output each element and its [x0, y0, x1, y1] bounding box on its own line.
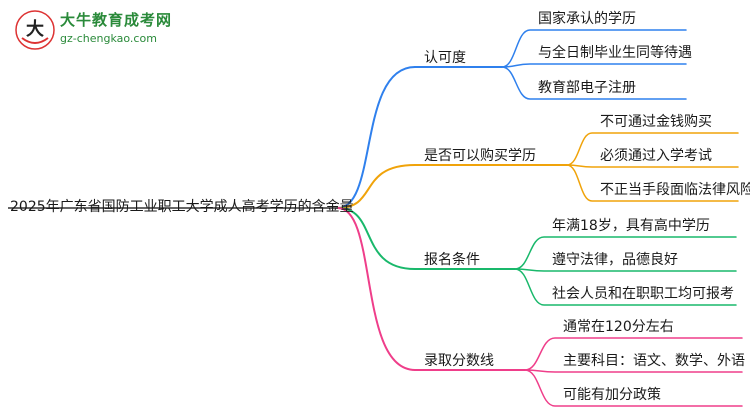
leaf-connector [501, 29, 687, 68]
branch-connector [337, 66, 416, 209]
branch-label: 报名条件 [424, 252, 480, 268]
branch-label: 是否可以购买学历 [424, 148, 536, 164]
logo-mark-icon: 大 [15, 10, 55, 50]
leaf-connector [566, 164, 739, 202]
leaf-label: 年满18岁，具有高中学历 [552, 218, 710, 234]
leaf-label: 与全日制毕业生同等待遇 [538, 45, 692, 61]
leaf-connector [501, 66, 687, 100]
leaf-connector [501, 63, 687, 68]
branch-connector [337, 207, 416, 371]
branch-label: 认可度 [424, 50, 466, 66]
site-logo: 大 大牛教育成考网 gz-chengkao.com [14, 8, 184, 52]
leaf-label: 遵守法律，品德良好 [552, 252, 678, 268]
branch-label: 录取分数线 [424, 353, 494, 369]
leaf-connector [524, 369, 743, 407]
logo-mark-char: 大 [26, 18, 44, 40]
leaf-connector [514, 268, 737, 306]
leaf-connector [566, 132, 739, 166]
root-topic: 2025年广东省国防工业职工大学成人高考学历的含金量 [10, 199, 354, 215]
leaf-connector [514, 268, 737, 272]
leaf-label: 不正当手段面临法律风险 [600, 182, 750, 198]
branch-connector [337, 207, 416, 270]
leaf-label: 教育部电子注册 [538, 80, 636, 96]
logo-name: 大牛教育成考网 [60, 11, 173, 29]
leaf-label: 通常在120分左右 [563, 319, 674, 335]
leaf-label: 国家承认的学历 [538, 11, 636, 27]
leaf-label: 主要科目：语文、数学、外语 [563, 353, 745, 369]
leaf-connector [566, 164, 739, 168]
leaf-label: 可能有加分政策 [563, 387, 661, 403]
branch-connector [337, 164, 416, 209]
logo-url: gz-chengkao.com [60, 32, 157, 45]
leaf-label: 必须通过入学考试 [600, 148, 712, 164]
leaf-connector [514, 236, 737, 270]
leaf-connector [524, 369, 743, 373]
leaf-label: 社会人员和在职职工均可报考 [552, 286, 734, 302]
leaf-label: 不可通过金钱购买 [600, 114, 712, 130]
leaf-connector [524, 337, 743, 371]
